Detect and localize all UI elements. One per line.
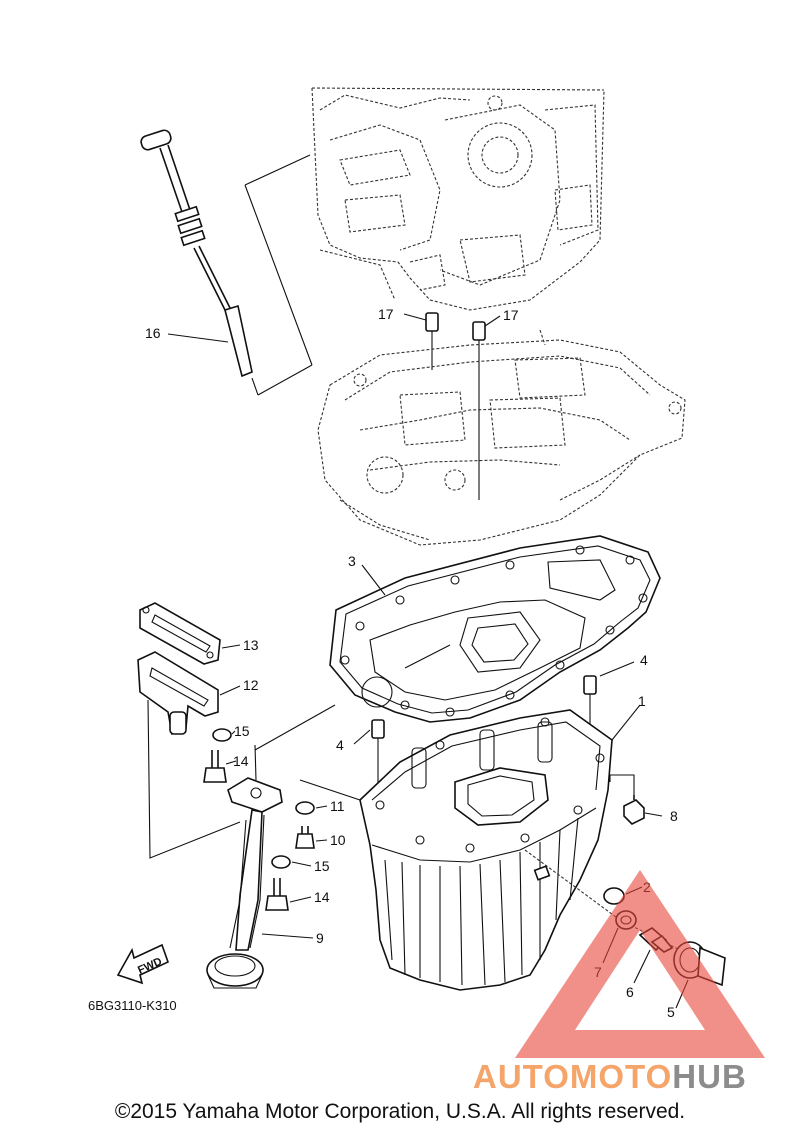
bolt-14-upper	[203, 750, 227, 783]
callout-17-right: 17	[503, 307, 519, 323]
exhaust-guide-outline	[317, 329, 686, 546]
strainer-gasket-13	[139, 602, 221, 665]
bolt-14-lower	[265, 878, 289, 911]
washer-11	[295, 801, 315, 815]
callout-1: 1	[638, 693, 646, 709]
callout-9: 9	[316, 930, 324, 946]
strainer-housing-12	[137, 651, 219, 736]
callout-14-lower: 14	[314, 889, 330, 905]
gasket-link-line	[254, 644, 451, 751]
callout-8: 8	[670, 808, 678, 824]
strainer-bracket-line	[147, 699, 257, 859]
callout-labels: 16 17 17 3 13 12 15 14 4 1 4 11 8 10 15 …	[145, 306, 678, 1020]
watermark-logo	[515, 870, 765, 1058]
watermark-text: AUTOMOTOHUB	[473, 1058, 747, 1095]
dipstick-bracket-line	[244, 154, 313, 396]
washer-15-upper	[212, 728, 232, 742]
callout-16: 16	[145, 325, 161, 341]
callout-17-left: 17	[378, 306, 394, 322]
oil-strainer-9	[206, 777, 283, 989]
oil-pan-gasket	[329, 535, 661, 723]
watermark-triangle-icon	[515, 870, 765, 1058]
fwd-arrow-icon: FWD	[116, 943, 169, 985]
watermark-text-part2: HUB	[672, 1058, 747, 1095]
watermark-text-part1: AUTOMOTO	[473, 1058, 672, 1095]
callout-4-right: 4	[640, 652, 648, 668]
callout-15-lower: 15	[314, 858, 330, 874]
callout-12: 12	[243, 677, 259, 693]
callout-6: 6	[626, 984, 634, 1000]
engine-block-outline	[311, 87, 605, 311]
callout-14-upper: 14	[233, 753, 249, 769]
callout-15-upper: 15	[234, 723, 250, 739]
dipstick	[140, 129, 253, 378]
callout-4-left: 4	[336, 737, 344, 753]
dowel-pin-right	[583, 675, 597, 695]
knock-pin-left	[425, 312, 439, 370]
callout-11: 11	[330, 798, 345, 814]
bolt-8	[609, 774, 645, 825]
callout-3: 3	[348, 553, 356, 569]
oil-pan	[359, 709, 613, 991]
diagram-code: 6BG3110-K310	[88, 998, 177, 1013]
dowel-pin-left	[371, 719, 385, 739]
oil-pan-leader-line	[611, 704, 641, 741]
knock-pin-right	[472, 321, 486, 500]
callout-5: 5	[667, 1004, 675, 1020]
copyright-notice: ©2015 Yamaha Motor Corporation, U.S.A. A…	[114, 1100, 686, 1123]
strainer-pan-line	[299, 779, 361, 801]
callout-10: 10	[330, 832, 346, 848]
bolt-10	[295, 826, 315, 849]
callout-13: 13	[243, 637, 259, 653]
washer-15-lower	[271, 855, 291, 869]
